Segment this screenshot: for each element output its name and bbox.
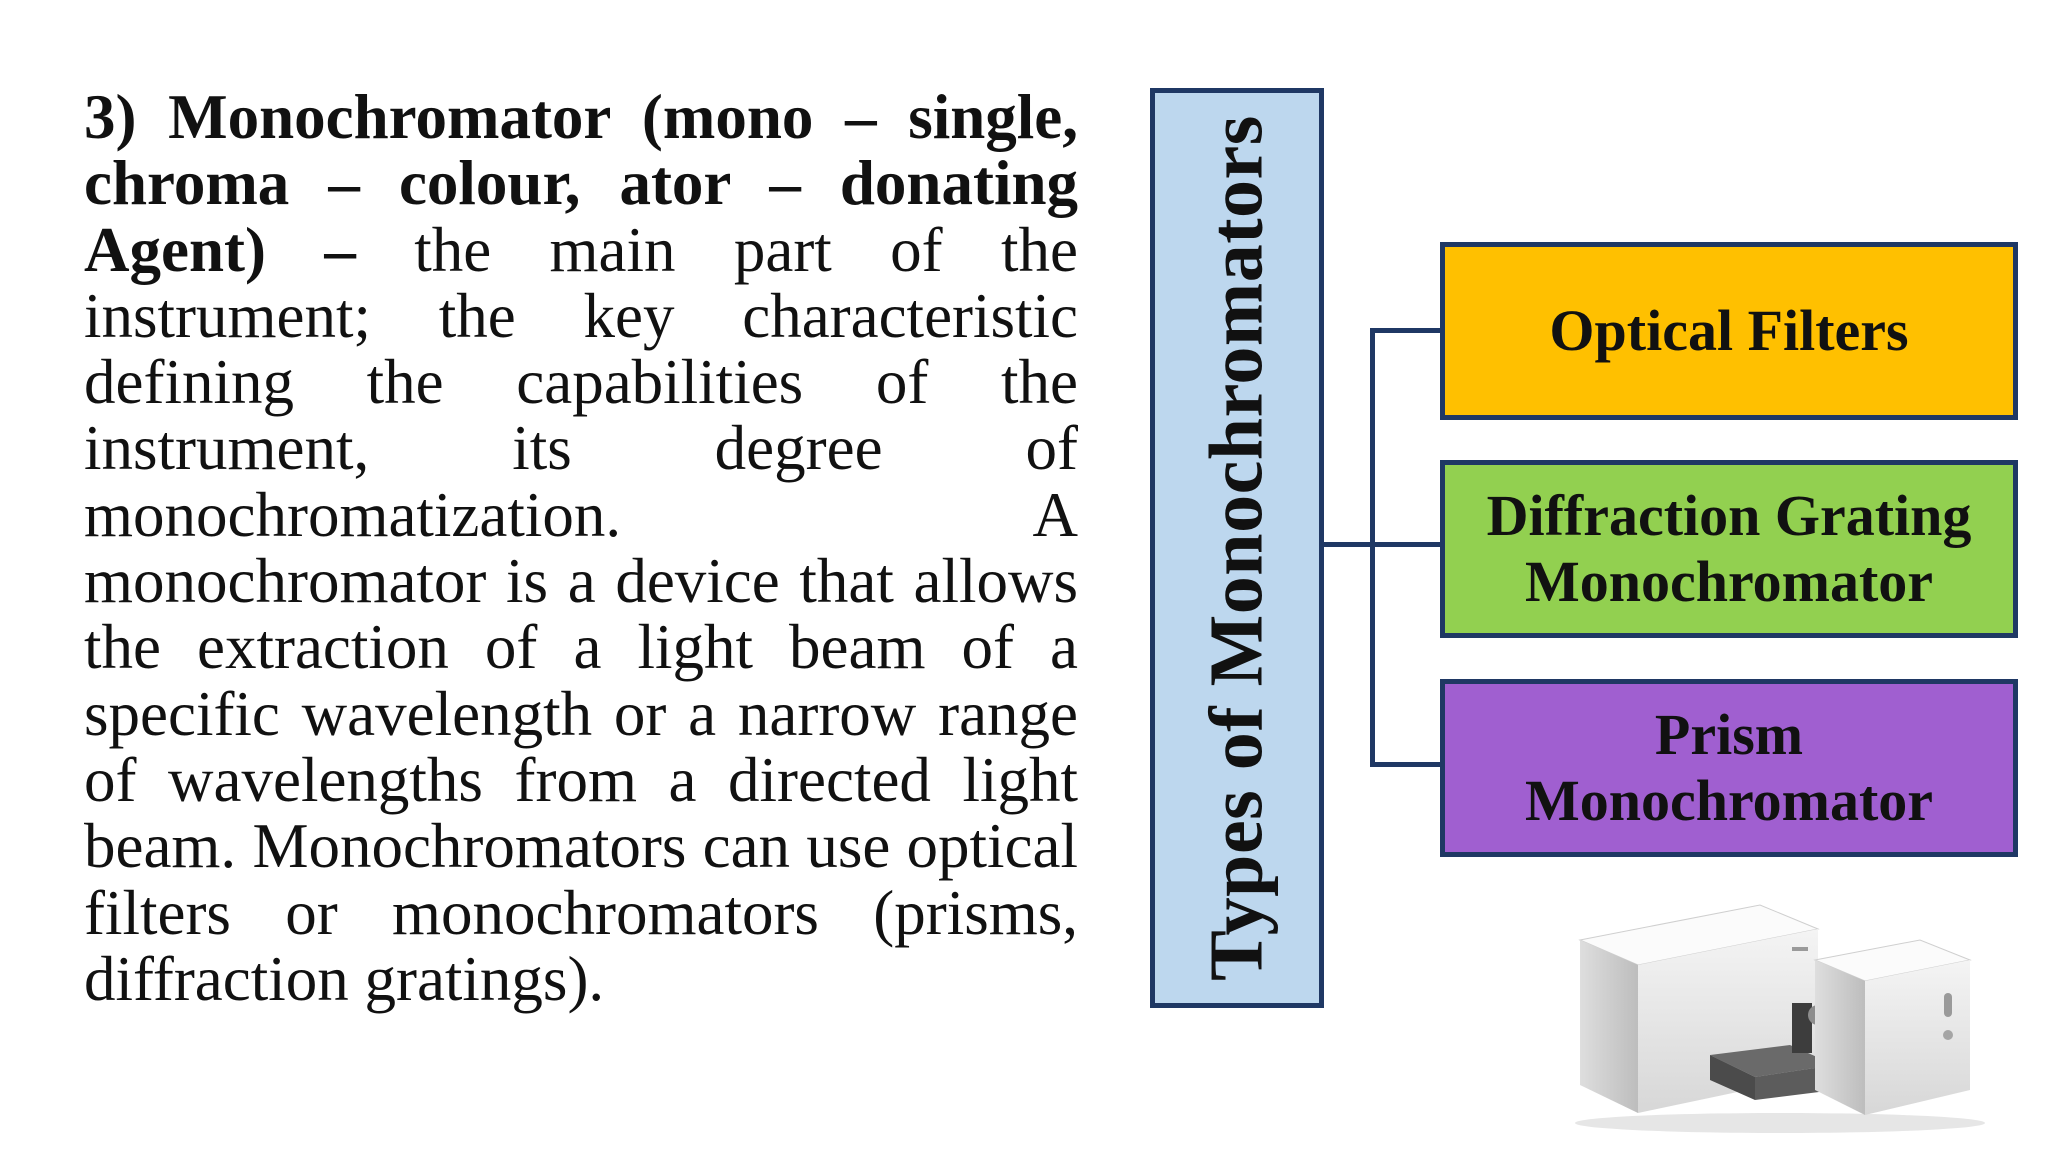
type-box-diffraction-grating: Diffraction Grating Monochromator bbox=[1440, 460, 2018, 638]
paragraph-bold-lead: 3) Monochromator (mono – single, chroma … bbox=[84, 82, 1078, 285]
types-title: Types of Monochromators bbox=[1194, 115, 1279, 981]
connector-branch-optical bbox=[1370, 328, 1442, 333]
connector-stem bbox=[1324, 542, 1372, 547]
types-title-box: Types of Monochromators bbox=[1150, 88, 1324, 1008]
paragraph-body: the main part of the instrument; the key… bbox=[84, 214, 1078, 1014]
type-box-optical-filters: Optical Filters bbox=[1440, 242, 2018, 420]
spectrophotometer-icon bbox=[1575, 904, 1985, 1133]
description-paragraph: 3) Monochromator (mono – single, chroma … bbox=[84, 84, 1078, 1012]
connector-branch-diffraction bbox=[1370, 542, 1442, 547]
connector-branch-prism bbox=[1370, 762, 1442, 767]
type-box-prism: Prism Monochromator bbox=[1440, 679, 2018, 857]
